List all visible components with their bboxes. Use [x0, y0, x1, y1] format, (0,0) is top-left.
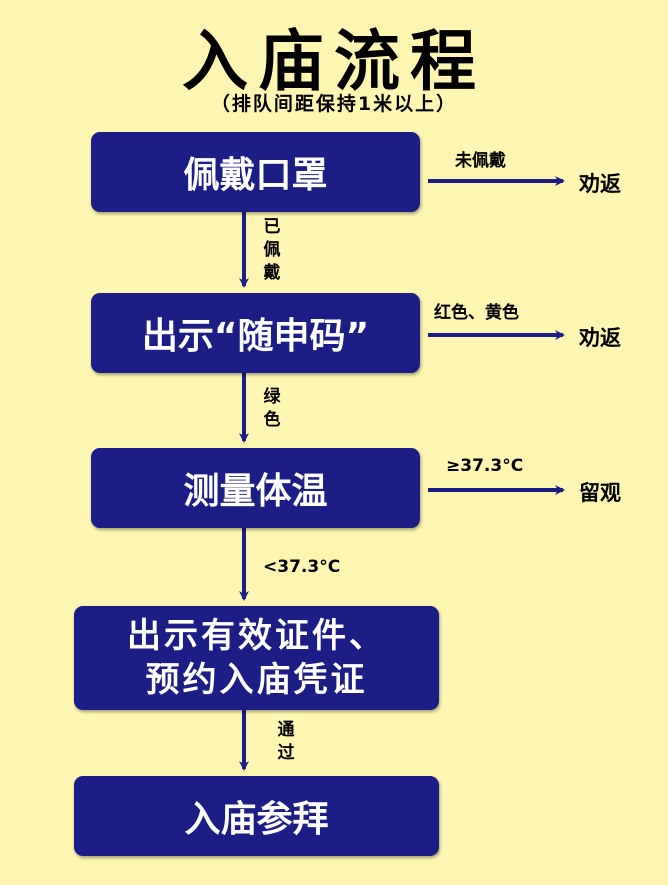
step-show-health-code-label: 出示“随申码”	[141, 316, 370, 357]
branch-2-outcome: 劝返	[579, 326, 621, 350]
page-subtitle: （排队间距保持1米以上）	[210, 93, 458, 115]
step-show-health-code: 出示“随申码”	[91, 293, 420, 373]
step-enter-temple-label: 入庙参拜	[184, 799, 329, 840]
condition-green-char-2: 色	[263, 410, 281, 430]
step-show-id-reservation: 出示有效证件、 预约入庙凭证	[74, 606, 439, 710]
condition-worn-char-2: 佩	[263, 240, 281, 260]
step-wear-mask: 佩戴口罩	[91, 132, 420, 212]
step-enter-temple: 入庙参拜	[74, 776, 439, 856]
step-wear-mask-label: 佩戴口罩	[183, 155, 328, 196]
condition-green: 绿 色	[262, 386, 282, 432]
branch-2-condition: 红色、黄色	[434, 303, 519, 323]
condition-passed-char-1: 通	[277, 720, 295, 740]
branch-1-outcome: 劝返	[579, 172, 621, 196]
step-measure-temperature: 测量体温	[91, 448, 420, 528]
condition-normal-temperature: <37.3°C	[263, 557, 341, 577]
condition-worn-char-1: 已	[263, 217, 281, 237]
step-measure-temperature-label: 测量体温	[183, 471, 328, 512]
branch-3-condition: ≥37.3°C	[446, 456, 524, 476]
step-show-id-line1: 出示有效证件、	[127, 616, 386, 656]
condition-worn: 已 佩 戴	[262, 216, 282, 285]
condition-worn-char-3: 戴	[263, 263, 281, 283]
branch-3-outcome: 留观	[579, 481, 621, 505]
condition-passed: 通 过	[276, 719, 296, 765]
page-title: 入庙流程	[182, 22, 486, 100]
branch-1-condition: 未佩戴	[455, 151, 506, 171]
condition-passed-char-2: 过	[277, 743, 295, 763]
step-show-id-line2: 预约入庙凭证	[145, 660, 368, 700]
condition-green-char-1: 绿	[263, 387, 281, 407]
